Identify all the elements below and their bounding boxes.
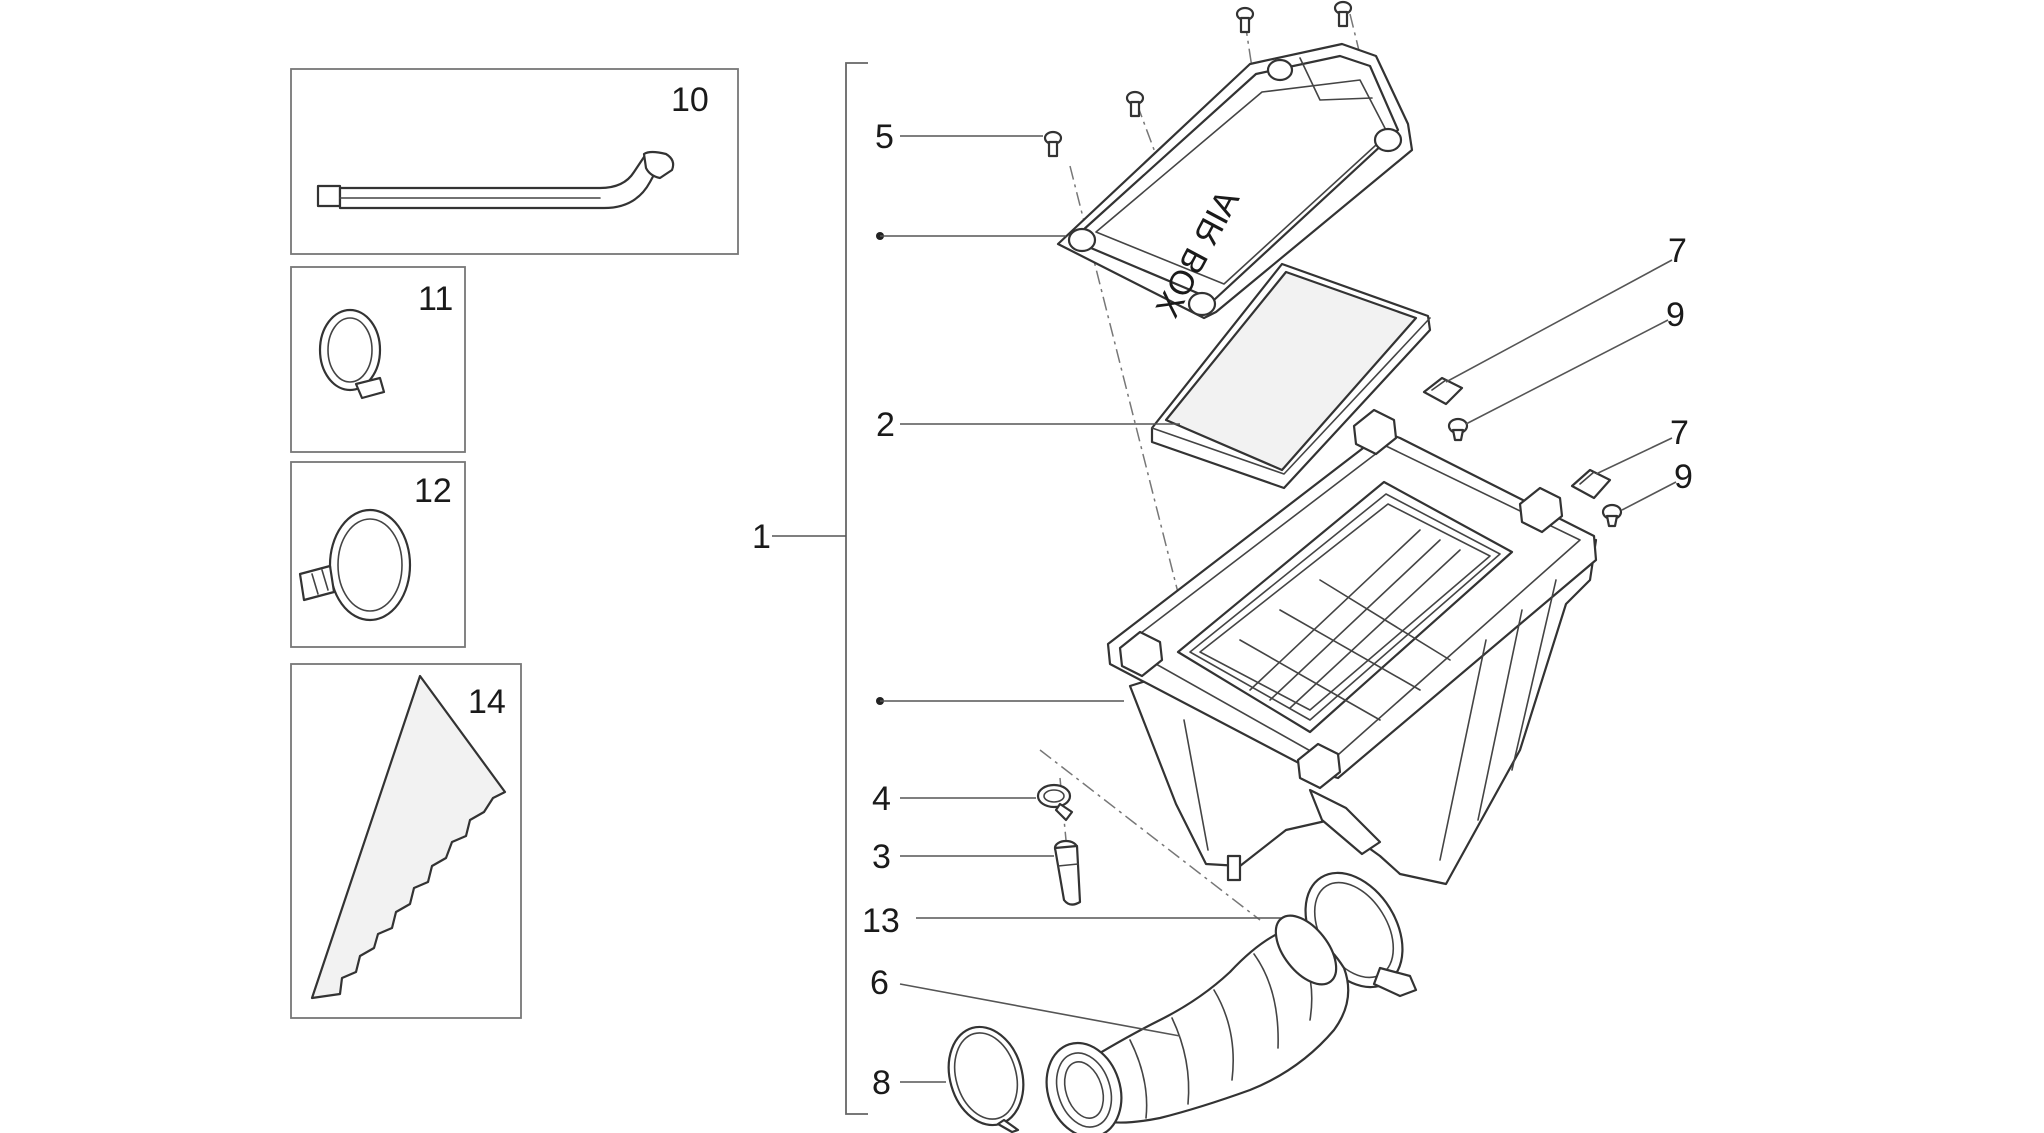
drain-plug-part-3 <box>1053 839 1082 906</box>
foam-pad-part <box>310 674 507 1000</box>
callout-13: 13 <box>862 902 900 940</box>
callout-9-lower: 9 <box>1674 458 1693 496</box>
accessory-box-11: 11 <box>290 266 466 453</box>
accessory-box-10: 10 <box>290 68 739 255</box>
screw-part-9-upper <box>1447 417 1469 442</box>
assembly-bracket-1: 1 <box>752 62 868 1115</box>
callout-5: 5 <box>875 118 894 156</box>
accessory-box-14: 14 <box>290 663 522 1019</box>
breather-hose-part <box>316 150 675 210</box>
callout-9-upper: 9 <box>1666 296 1685 334</box>
screw-part-9-lower <box>1601 503 1623 528</box>
clip-part-7-upper <box>1422 376 1464 406</box>
screw-icon <box>1235 6 1255 34</box>
clip-part-7-lower <box>1570 468 1612 500</box>
callout-7-upper: 7 <box>1668 232 1687 270</box>
callout-14: 14 <box>468 683 506 721</box>
callout-7-lower: 7 <box>1670 414 1689 452</box>
lid-screws-part-5 <box>1043 0 1353 158</box>
callout-12: 12 <box>414 472 452 510</box>
screw-icon <box>1333 0 1353 28</box>
airbox-housing-part <box>1106 408 1598 886</box>
airbox-lid-part: AIR BOX <box>1056 42 1414 324</box>
air-filter-element-part <box>1150 262 1432 490</box>
callout-11: 11 <box>418 280 453 318</box>
screw-icon <box>1125 90 1145 118</box>
drain-clamp-part-4 <box>1036 783 1074 822</box>
hose-clamp-small-part <box>318 308 386 400</box>
callout-4: 4 <box>872 780 891 818</box>
callout-6: 6 <box>870 964 889 1002</box>
callout-3: 3 <box>872 838 891 876</box>
wire-clamp-part-8 <box>947 1025 1025 1133</box>
callout-8: 8 <box>872 1064 891 1102</box>
screw-icon <box>1043 130 1063 158</box>
accessory-box-12: 12 <box>290 461 466 648</box>
callout-10: 10 <box>671 81 709 119</box>
callout-2: 2 <box>876 406 895 444</box>
callout-1: 1 <box>752 518 771 556</box>
hose-clamp-large-part <box>298 508 412 622</box>
intake-duct-part-6 <box>1045 914 1350 1133</box>
